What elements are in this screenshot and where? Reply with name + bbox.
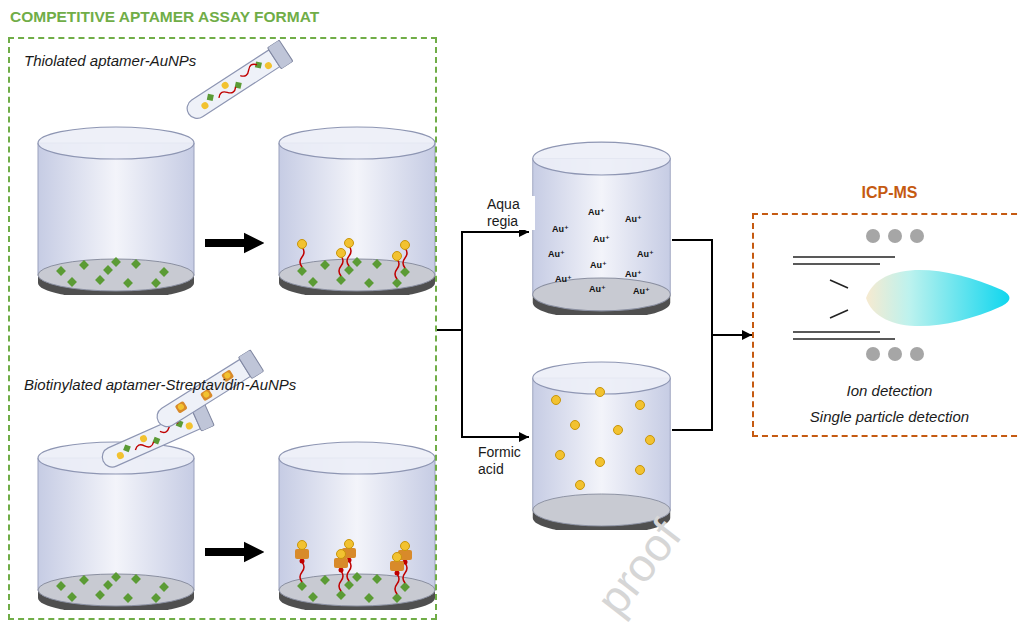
tube-label: Thiolated aptamer-AuNPs <box>24 52 196 69</box>
ion-label: Au⁺ <box>625 214 642 224</box>
ion-label: Au⁺ <box>589 284 606 294</box>
tube-label: Biotinylated aptamer-Streptavidin-AuNPs <box>24 376 296 393</box>
icp-torch <box>793 229 1010 361</box>
detection-mode: Single particle detection <box>754 408 1021 425</box>
icp-ms-panel: ICP-MSIon detectionSingle particle detec… <box>752 213 1021 437</box>
flow-arrow <box>672 240 752 335</box>
detection-mode: Ion detection <box>754 382 1021 399</box>
ion-label: Au⁺ <box>590 260 607 270</box>
panel-heading: COMPETITIVE APTAMER ASSAY FORMAT <box>10 8 319 26</box>
ion-label: Au⁺ <box>548 249 565 259</box>
ion-label: Au⁺ <box>637 249 654 259</box>
ion-label: Au⁺ <box>593 234 610 244</box>
edge-label: Aqua regia <box>487 196 535 230</box>
assay-panel: COMPETITIVE APTAMER ASSAY FORMAT <box>8 37 437 620</box>
panel-heading: ICP-MS <box>754 184 1021 202</box>
ion-label: Au⁺ <box>588 207 605 217</box>
ion-label: Au⁺ <box>633 286 650 296</box>
flow-arrow <box>437 232 529 330</box>
reagent-label: Formic acid <box>478 444 528 478</box>
watermark: proof <box>585 509 692 624</box>
ion-label: Au⁺ <box>555 274 572 284</box>
digestion-well: Au⁺ Au⁺ Au⁺ Au⁺ Au⁺ Au⁺ Au⁺ Au⁺ Au⁺ Au⁺ Au⁺ <box>531 140 672 315</box>
ion-label: Au⁺ <box>625 269 642 279</box>
ion-label: Au⁺ <box>552 224 569 234</box>
